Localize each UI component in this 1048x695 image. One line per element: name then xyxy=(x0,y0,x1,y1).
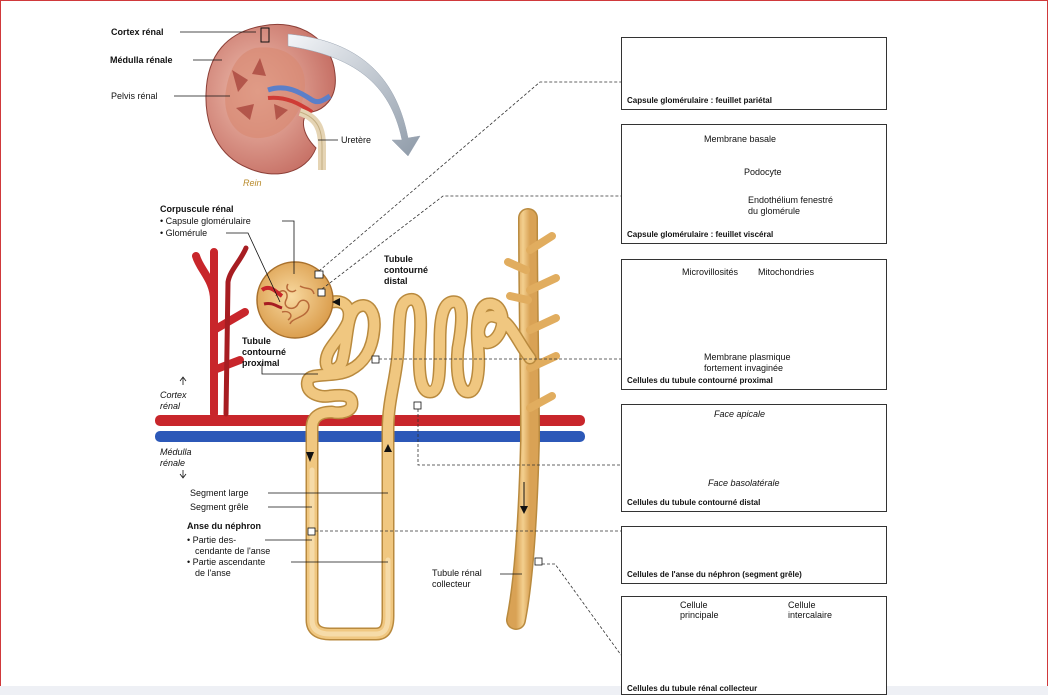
pelvis-label: Pelvis rénal xyxy=(111,91,158,101)
ureter-label: Uretère xyxy=(341,135,371,145)
medulla-zone-label-1: Médulla xyxy=(160,447,192,457)
collecting-label-2: collecteur xyxy=(432,579,471,589)
medulla-zone-label-2: rénale xyxy=(160,458,185,468)
intercalated-cell-label-1: Cellule xyxy=(788,600,816,610)
intercalated-cell-label-2: intercalaire xyxy=(788,610,832,620)
apical-face-label: Face apicale xyxy=(714,409,765,419)
thick-segment-label: Segment large xyxy=(190,488,249,498)
principal-cell-label-2: principale xyxy=(680,610,719,620)
endothelium-label-2: du glomérule xyxy=(748,206,800,216)
panel-proximal-tubule: Microvillosités Mitochondries Membrane p… xyxy=(621,259,887,390)
kidney-caption: Rein xyxy=(243,178,262,188)
pct-label-1: Tubule xyxy=(242,336,271,346)
panel-caption: Capsule glomérulaire : feuillet pariétal xyxy=(627,96,772,105)
principal-cell-label-1: Cellule xyxy=(680,600,708,610)
panel-caption: Cellules du tubule contourné proximal xyxy=(627,376,773,385)
panel-distal-tubule: Face apicale Face basolatérale Cellules … xyxy=(621,404,887,512)
pct-label-3: proximal xyxy=(242,358,280,368)
capsule-label: • Capsule glomérulaire xyxy=(160,216,251,226)
glomerulus-label: • Glomérule xyxy=(160,228,207,238)
panel-parietal-layer: Capsule glomérulaire : feuillet pariétal xyxy=(621,37,887,110)
flow-arrows xyxy=(306,444,392,462)
basement-membrane-label: Membrane basale xyxy=(704,134,776,144)
dct-label-3: distal xyxy=(384,276,408,286)
panel-caption: Cellules du tubule rénal collecteur xyxy=(627,684,757,693)
loop-title: Anse du néphron xyxy=(187,521,261,531)
panel-visceral-layer: Membrane basale Podocyte Endothélium fen… xyxy=(621,124,887,244)
thin-segment-label: Segment grêle xyxy=(190,502,249,512)
mitochondria-label: Mitochondries xyxy=(758,267,814,277)
corpuscle-title: Corpuscule rénal xyxy=(160,204,234,214)
renal-corpuscle xyxy=(257,262,340,338)
membrane-label-2: fortement invaginée xyxy=(704,363,783,373)
panel-loop-thin: Cellules de l'anse du néphron (segment g… xyxy=(621,526,887,584)
panel-collecting-tubule: Cellule principale Cellule intercalaire … xyxy=(621,596,887,695)
loop-descending-1: • Partie des- xyxy=(187,535,236,545)
loop-ascending-2: de l'anse xyxy=(195,568,231,578)
loop-ascending-1: • Partie ascendante xyxy=(187,557,265,567)
microvilli-label: Microvillosités xyxy=(682,267,738,277)
nephron-tubule xyxy=(307,299,530,634)
podocyte-label: Podocyte xyxy=(744,167,782,177)
panel-caption: Cellules du tubule contourné distal xyxy=(627,498,760,507)
loop-descending-2: cendante de l'anse xyxy=(195,546,270,556)
cortex-label: Cortex rénal xyxy=(111,27,164,37)
dct-label-1: Tubule xyxy=(384,254,413,264)
collecting-label-1: Tubule rénal xyxy=(432,568,482,578)
cortex-zone-label-1: Cortex xyxy=(160,390,187,400)
panel-caption: Cellules de l'anse du néphron (segment g… xyxy=(627,570,802,579)
endothelium-label-1: Endothélium fenestré xyxy=(748,195,833,205)
basolateral-face-label: Face basolatérale xyxy=(708,478,780,488)
cortex-zone-label-2: rénal xyxy=(160,401,180,411)
membrane-label-1: Membrane plasmique xyxy=(704,352,791,362)
pct-label-2: contourné xyxy=(242,347,286,357)
dct-label-2: contourné xyxy=(384,265,428,275)
panel-caption: Capsule glomérulaire : feuillet viscéral xyxy=(627,230,773,239)
medulla-label: Médulla rénale xyxy=(110,55,173,65)
